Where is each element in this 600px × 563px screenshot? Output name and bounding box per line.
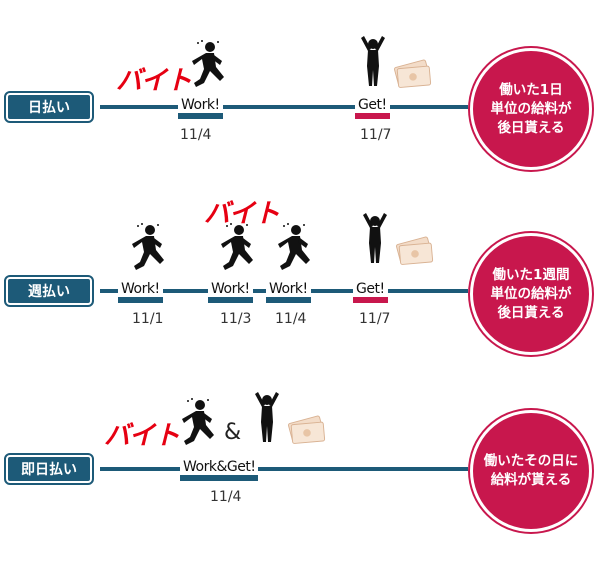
- timeline: [100, 105, 468, 109]
- ampersand: &: [224, 420, 242, 445]
- row-same-day: バイト & 即日払い Work&Get! 11/4 働いたその日に 給料が貰える: [0, 370, 600, 550]
- work-get-stamp: Work&Get!: [180, 459, 259, 481]
- celebrating-person-icon: [361, 36, 385, 86]
- runner-icon: [221, 223, 253, 270]
- description-line: 給料が貰える: [490, 472, 572, 488]
- money-envelope-icon: [395, 236, 434, 266]
- date-label: 11/7: [359, 311, 391, 327]
- timeline: [100, 467, 468, 471]
- runner-icon: [278, 223, 310, 270]
- get-stamp: Get!: [353, 281, 388, 303]
- date-label: 11/4: [210, 489, 242, 505]
- date-label: 11/4: [180, 127, 212, 143]
- description-line: 後日貰える: [497, 304, 565, 321]
- runner-icon: [192, 40, 224, 87]
- date-label: 11/7: [360, 127, 392, 143]
- date-label: 11/3: [220, 311, 252, 327]
- description-line: 働いた1日: [499, 81, 563, 98]
- date-label: 11/1: [132, 311, 164, 327]
- description-circle: 働いた1週間 単位の給料が 後日貰える: [470, 233, 592, 355]
- label-daily-pay: 日払い: [4, 91, 94, 123]
- label-same-day-pay: 即日払い: [4, 453, 94, 485]
- description-circle: 働いた1日 単位の給料が 後日貰える: [470, 48, 592, 170]
- row-weekly: バイト 週払い Work! 11/1 Work! 11/3 Work! 11/4…: [0, 175, 600, 355]
- label-weekly-pay: 週払い: [4, 275, 94, 307]
- work-stamp: Work!: [118, 281, 163, 303]
- celebrating-person-icon: [255, 392, 279, 442]
- description-line: 働いた1週間: [492, 266, 570, 283]
- runner-icon: [132, 223, 164, 270]
- money-envelope-icon: [393, 59, 432, 89]
- description-line: 後日貰える: [497, 119, 565, 136]
- get-stamp: Get!: [355, 97, 390, 119]
- celebrating-person-icon: [363, 213, 387, 263]
- description-line: 単位の給料が: [490, 100, 572, 117]
- row-daily: バイト 日払い Work! 11/4 Get! 11/7 働いた1日 単位の給料…: [0, 0, 600, 170]
- description-line: 働いたその日に: [483, 453, 579, 469]
- work-stamp: Work!: [208, 281, 253, 303]
- baito-logo: バイト: [204, 199, 280, 229]
- description-circle: 働いたその日に 給料が貰える: [470, 410, 592, 532]
- work-stamp: Work!: [266, 281, 311, 303]
- runner-icon: [182, 398, 214, 445]
- baito-logo: バイト: [104, 421, 180, 451]
- baito-logo: バイト: [116, 66, 192, 96]
- work-stamp: Work!: [178, 97, 223, 119]
- date-label: 11/4: [275, 311, 307, 327]
- description-line: 単位の給料が: [490, 285, 572, 302]
- money-envelope-icon: [287, 415, 326, 445]
